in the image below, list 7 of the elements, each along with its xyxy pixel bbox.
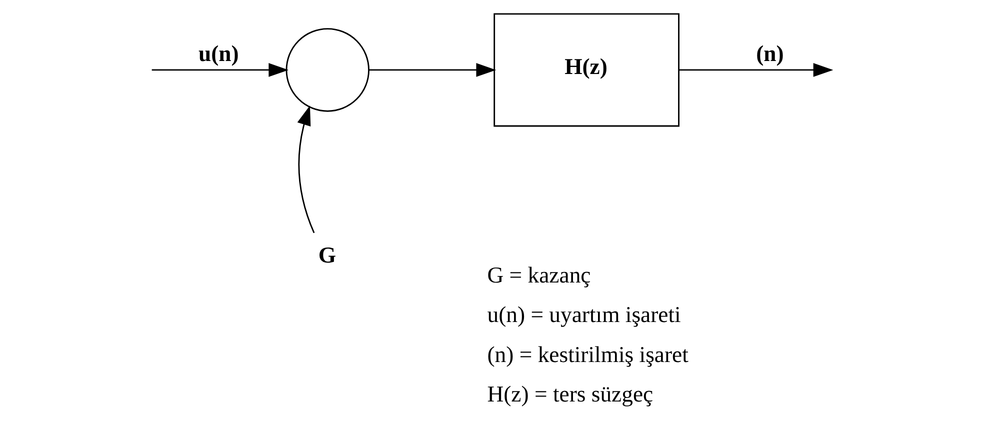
edge-label: (n) <box>756 41 784 66</box>
edge-label: u(n) <box>198 41 238 66</box>
label: (n) = kestirilmiş işaret <box>486 342 688 367</box>
label: u(n) = uyartım işareti <box>486 302 680 328</box>
label: G = kazanç <box>486 262 590 288</box>
node-text: G <box>318 242 336 268</box>
label: H(z) = ters süzgeç <box>486 382 653 407</box>
